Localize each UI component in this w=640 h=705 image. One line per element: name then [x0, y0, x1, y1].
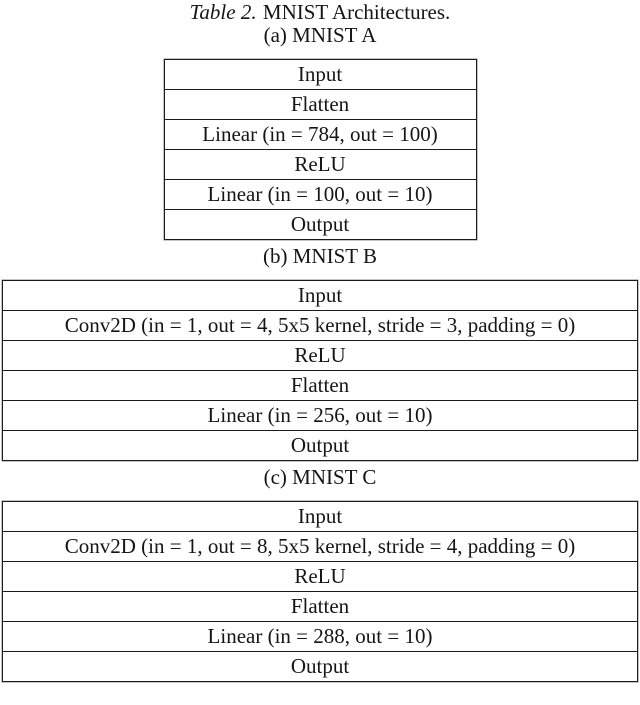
table-row: ReLU — [3, 562, 637, 592]
table-row: Input — [164, 60, 476, 90]
table-row: Output — [290, 654, 350, 678]
table-row: Output — [290, 433, 350, 457]
table-row: Flatten — [3, 592, 637, 622]
table-row: Linear (in = 256, out = 10) — [3, 401, 637, 431]
table-row: ReLU — [3, 341, 637, 371]
table-number: Table 2. — [189, 0, 257, 24]
table-row: Linear (in = 784, out = 100) — [164, 120, 476, 150]
table-title-text: MNIST Architectures. — [262, 0, 451, 24]
table-row: Flatten — [164, 90, 476, 120]
table-row: Conv2D (in = 1, out = 4, 5x5 kernel, str… — [3, 311, 637, 341]
table-title: Table 2.MNIST Architectures. — [0, 0, 640, 24]
table-row: Flatten — [3, 371, 637, 401]
arch-table-mnist-b: Input Conv2D (in = 1, out = 4, 5x5 kerne… — [2, 280, 638, 461]
subtable-b-caption: (b) MNIST B — [263, 244, 377, 268]
table-row: Linear (in = 100, out = 10) — [164, 180, 476, 210]
table-row: Output — [290, 212, 350, 236]
table-row: Input — [3, 502, 637, 532]
arch-table-mnist-c: Input Conv2D (in = 1, out = 8, 5x5 kerne… — [2, 501, 638, 682]
arch-table-mnist-a: Input Flatten Linear (in = 784, out = 10… — [163, 59, 477, 240]
table-row: Input — [3, 281, 637, 311]
subtable-a-caption: (a) MNIST A — [263, 23, 377, 47]
subtable-c-caption: (c) MNIST C — [263, 465, 377, 489]
table-row: ReLU — [164, 150, 476, 180]
table-row: Conv2D (in = 1, out = 8, 5x5 kernel, str… — [3, 532, 637, 562]
table-row: Linear (in = 288, out = 10) — [3, 622, 637, 652]
